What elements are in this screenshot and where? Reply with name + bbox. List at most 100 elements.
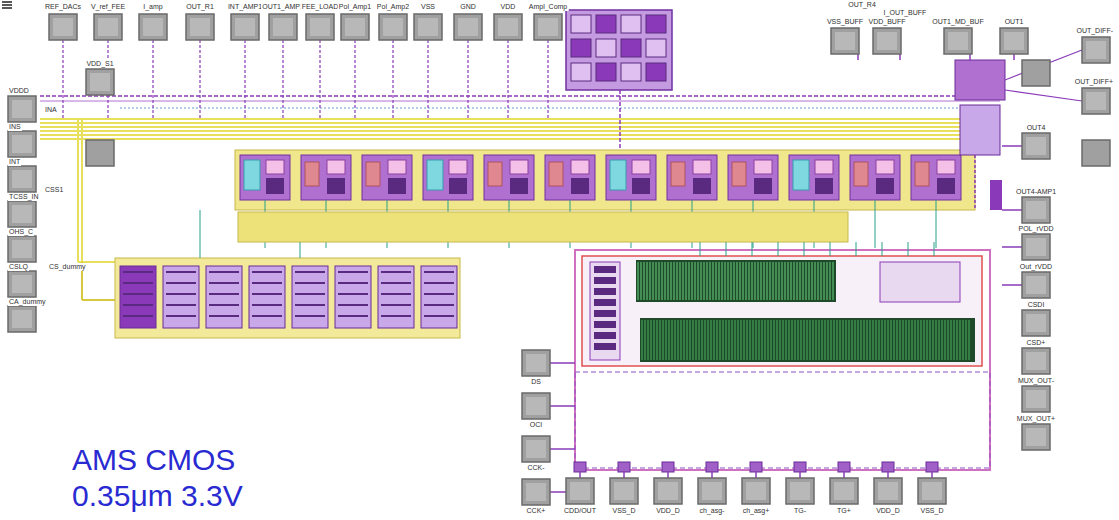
mux-switch — [594, 266, 616, 273]
contact-block — [571, 178, 589, 194]
pad-opening — [948, 32, 968, 50]
bond-pad — [1022, 386, 1050, 412]
array-finger — [830, 262, 831, 300]
array-finger — [656, 262, 657, 300]
dac-finger — [295, 271, 325, 273]
bond-pad — [8, 236, 36, 262]
contact-block — [632, 178, 650, 194]
array-finger — [729, 320, 730, 360]
mux-switch — [594, 288, 616, 295]
pad-opening — [418, 18, 438, 36]
dac-finger — [123, 315, 153, 317]
power-bus — [40, 138, 975, 140]
bond-pad — [8, 306, 36, 332]
bond-pad — [1082, 140, 1110, 166]
pad-opening — [1026, 276, 1046, 294]
array-finger — [683, 262, 684, 300]
array-finger — [812, 262, 813, 300]
bond-pad — [8, 201, 36, 227]
pin-label: CSDI — [1027, 301, 1046, 309]
bond-pad — [873, 28, 901, 54]
bond-pad — [522, 479, 550, 505]
bond-pad — [86, 69, 114, 95]
power-bus — [40, 118, 975, 120]
pad-opening — [1026, 201, 1046, 219]
logic-gate — [596, 15, 616, 33]
array-finger — [924, 320, 925, 360]
transistor-block — [632, 160, 650, 174]
array-finger — [677, 262, 678, 300]
array-finger — [779, 262, 780, 300]
array-finger — [717, 320, 718, 360]
dac-finger — [424, 315, 454, 317]
pad-wire — [550, 362, 575, 364]
array-finger — [701, 262, 702, 300]
signal-wire — [936, 200, 937, 248]
pin-label: REF_DACs — [44, 3, 82, 11]
dac-finger — [252, 271, 282, 273]
power-bus — [82, 299, 115, 301]
logic-gate — [621, 15, 641, 33]
pin-label: OUT1_MD_BUF — [931, 18, 984, 26]
array-finger — [695, 262, 696, 300]
pin-label: VDD_D — [875, 507, 901, 515]
array-finger — [684, 320, 685, 360]
array-finger — [704, 262, 705, 300]
corner-glyph — [2, 1, 12, 3]
pin-label: DS — [530, 378, 542, 386]
array-finger — [810, 320, 811, 360]
pad-wire — [1002, 284, 1022, 286]
pad-opening — [12, 275, 32, 293]
array-finger — [771, 320, 772, 360]
dac-finger — [209, 271, 239, 273]
pad-wire — [623, 472, 625, 478]
pad-opening — [526, 397, 546, 415]
pin-label: I_OUT_BUFF — [883, 9, 928, 17]
bond-pad — [94, 14, 122, 40]
pin-label: CCK+ — [526, 507, 547, 515]
bond-pad — [186, 14, 214, 40]
array-finger — [713, 262, 714, 300]
pad-opening — [143, 18, 163, 36]
dac-finger — [338, 271, 368, 273]
pin-label: Pol_Amp2 — [376, 3, 410, 11]
array-finger — [873, 320, 874, 360]
array-finger — [752, 262, 753, 300]
bond-pad — [522, 436, 550, 462]
pad-wire — [427, 40, 428, 118]
resistor-block — [915, 162, 929, 186]
array-finger — [680, 262, 681, 300]
pad-opening — [835, 32, 855, 50]
pad-opening — [746, 482, 766, 500]
bond-pad — [86, 140, 114, 166]
array-finger — [912, 320, 913, 360]
pad-wire — [1002, 209, 1022, 211]
array-finger — [800, 262, 801, 300]
mux-switch — [594, 332, 616, 339]
array-finger — [897, 320, 898, 360]
signal-wire — [752, 242, 753, 256]
dac-finger — [338, 282, 368, 284]
dac-finger — [166, 315, 196, 317]
array-finger — [755, 262, 756, 300]
pad-opening — [922, 482, 942, 500]
pad-opening — [12, 135, 32, 153]
pin-label: ch_asg- — [699, 507, 726, 515]
pad-opening — [570, 482, 590, 500]
array-finger — [807, 320, 808, 360]
pad-opening — [658, 482, 678, 500]
capacitor-array — [636, 260, 836, 302]
dac-finger — [424, 304, 454, 306]
pin-label: TCSS_IN — [8, 193, 40, 201]
bond-pad — [231, 14, 259, 40]
logic-gate — [621, 63, 641, 81]
array-finger — [773, 262, 774, 300]
bond-pad — [786, 478, 814, 504]
pad-opening — [1026, 390, 1046, 408]
buffer-block — [960, 105, 1000, 155]
array-finger — [681, 320, 682, 360]
array-finger — [870, 320, 871, 360]
array-finger — [960, 320, 961, 360]
signal-wire — [908, 242, 909, 256]
array-finger — [818, 262, 819, 300]
